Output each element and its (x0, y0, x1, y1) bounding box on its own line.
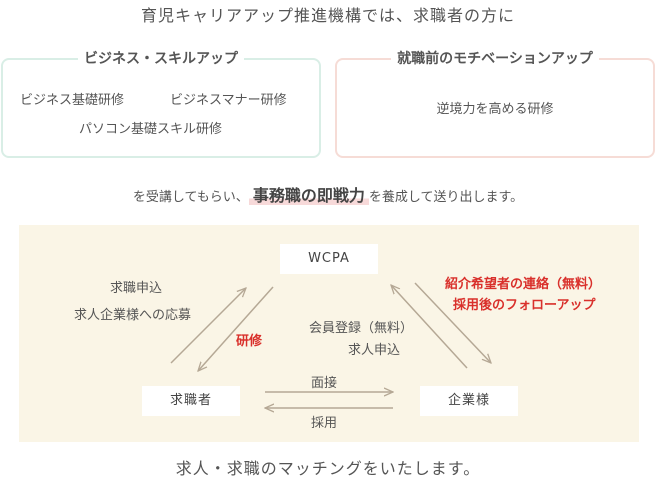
arrow-company-to-wcpa (391, 285, 468, 369)
statement-before: を受講してもらい、 (132, 190, 249, 205)
skill-item-business-manners: ビジネスマナー研修 (170, 93, 287, 108)
node-wcpa: WCPA (280, 244, 378, 274)
label-job-application: 求職申込 (110, 281, 163, 296)
statement-highlight: 事務職の即戦力 (248, 186, 369, 205)
label-job-posting: 求人申込 (348, 343, 401, 358)
motivation-title: 就職前のモチベーションアップ (391, 51, 599, 67)
node-company: 企業様 (420, 386, 518, 416)
matching-statement: 求人・求職のマッチングをいたします。 (175, 459, 481, 478)
training-statement: を受講してもらい、事務職の即戦力を養成して送り出します。 (0, 182, 656, 206)
motivation-box: 就職前のモチベーションアップ 逆境力を高める研修 (335, 51, 655, 158)
label-post-hire-followup: 採用後のフォローアップ (453, 298, 596, 313)
label-apply-to-companies: 求人企業様への応募 (74, 308, 192, 323)
arrow-wcpa-to-seeker (198, 286, 274, 371)
node-job-seeker: 求職者 (142, 386, 240, 416)
arrow-wcpa-to-company (414, 282, 491, 363)
skill-up-title: ビジネス・スキルアップ (78, 51, 244, 67)
arrow-seeker-to-wcpa (170, 288, 246, 364)
statement-after: を養成して送り出します。 (368, 190, 524, 205)
label-member-registration: 会員登録（無料） (309, 321, 414, 336)
skill-up-box: ビジネス・スキルアップ ビジネス基礎研修 ビジネスマナー研修 パソコン基礎スキル… (1, 51, 321, 158)
matching-diagram: WCPA 求職者 企業様 求職申込 求人企業様への応募 研修 会員登録（無料） … (19, 225, 639, 442)
flow-arrows (170, 282, 639, 442)
motivation-item-resilience: 逆境力を高める研修 (436, 102, 554, 117)
skill-item-pc-skills: パソコン基礎スキル研修 (79, 122, 223, 137)
intro-text: 育児キャリアアップ推進機構では、求職者の方に (140, 6, 515, 25)
label-training: 研修 (236, 334, 263, 349)
label-referral-contact: 紹介希望者の連絡（無料） (445, 277, 602, 292)
label-hiring: 採用 (311, 416, 338, 431)
skill-item-business-basics: ビジネス基礎研修 (20, 93, 125, 108)
label-interview: 面接 (311, 376, 338, 391)
